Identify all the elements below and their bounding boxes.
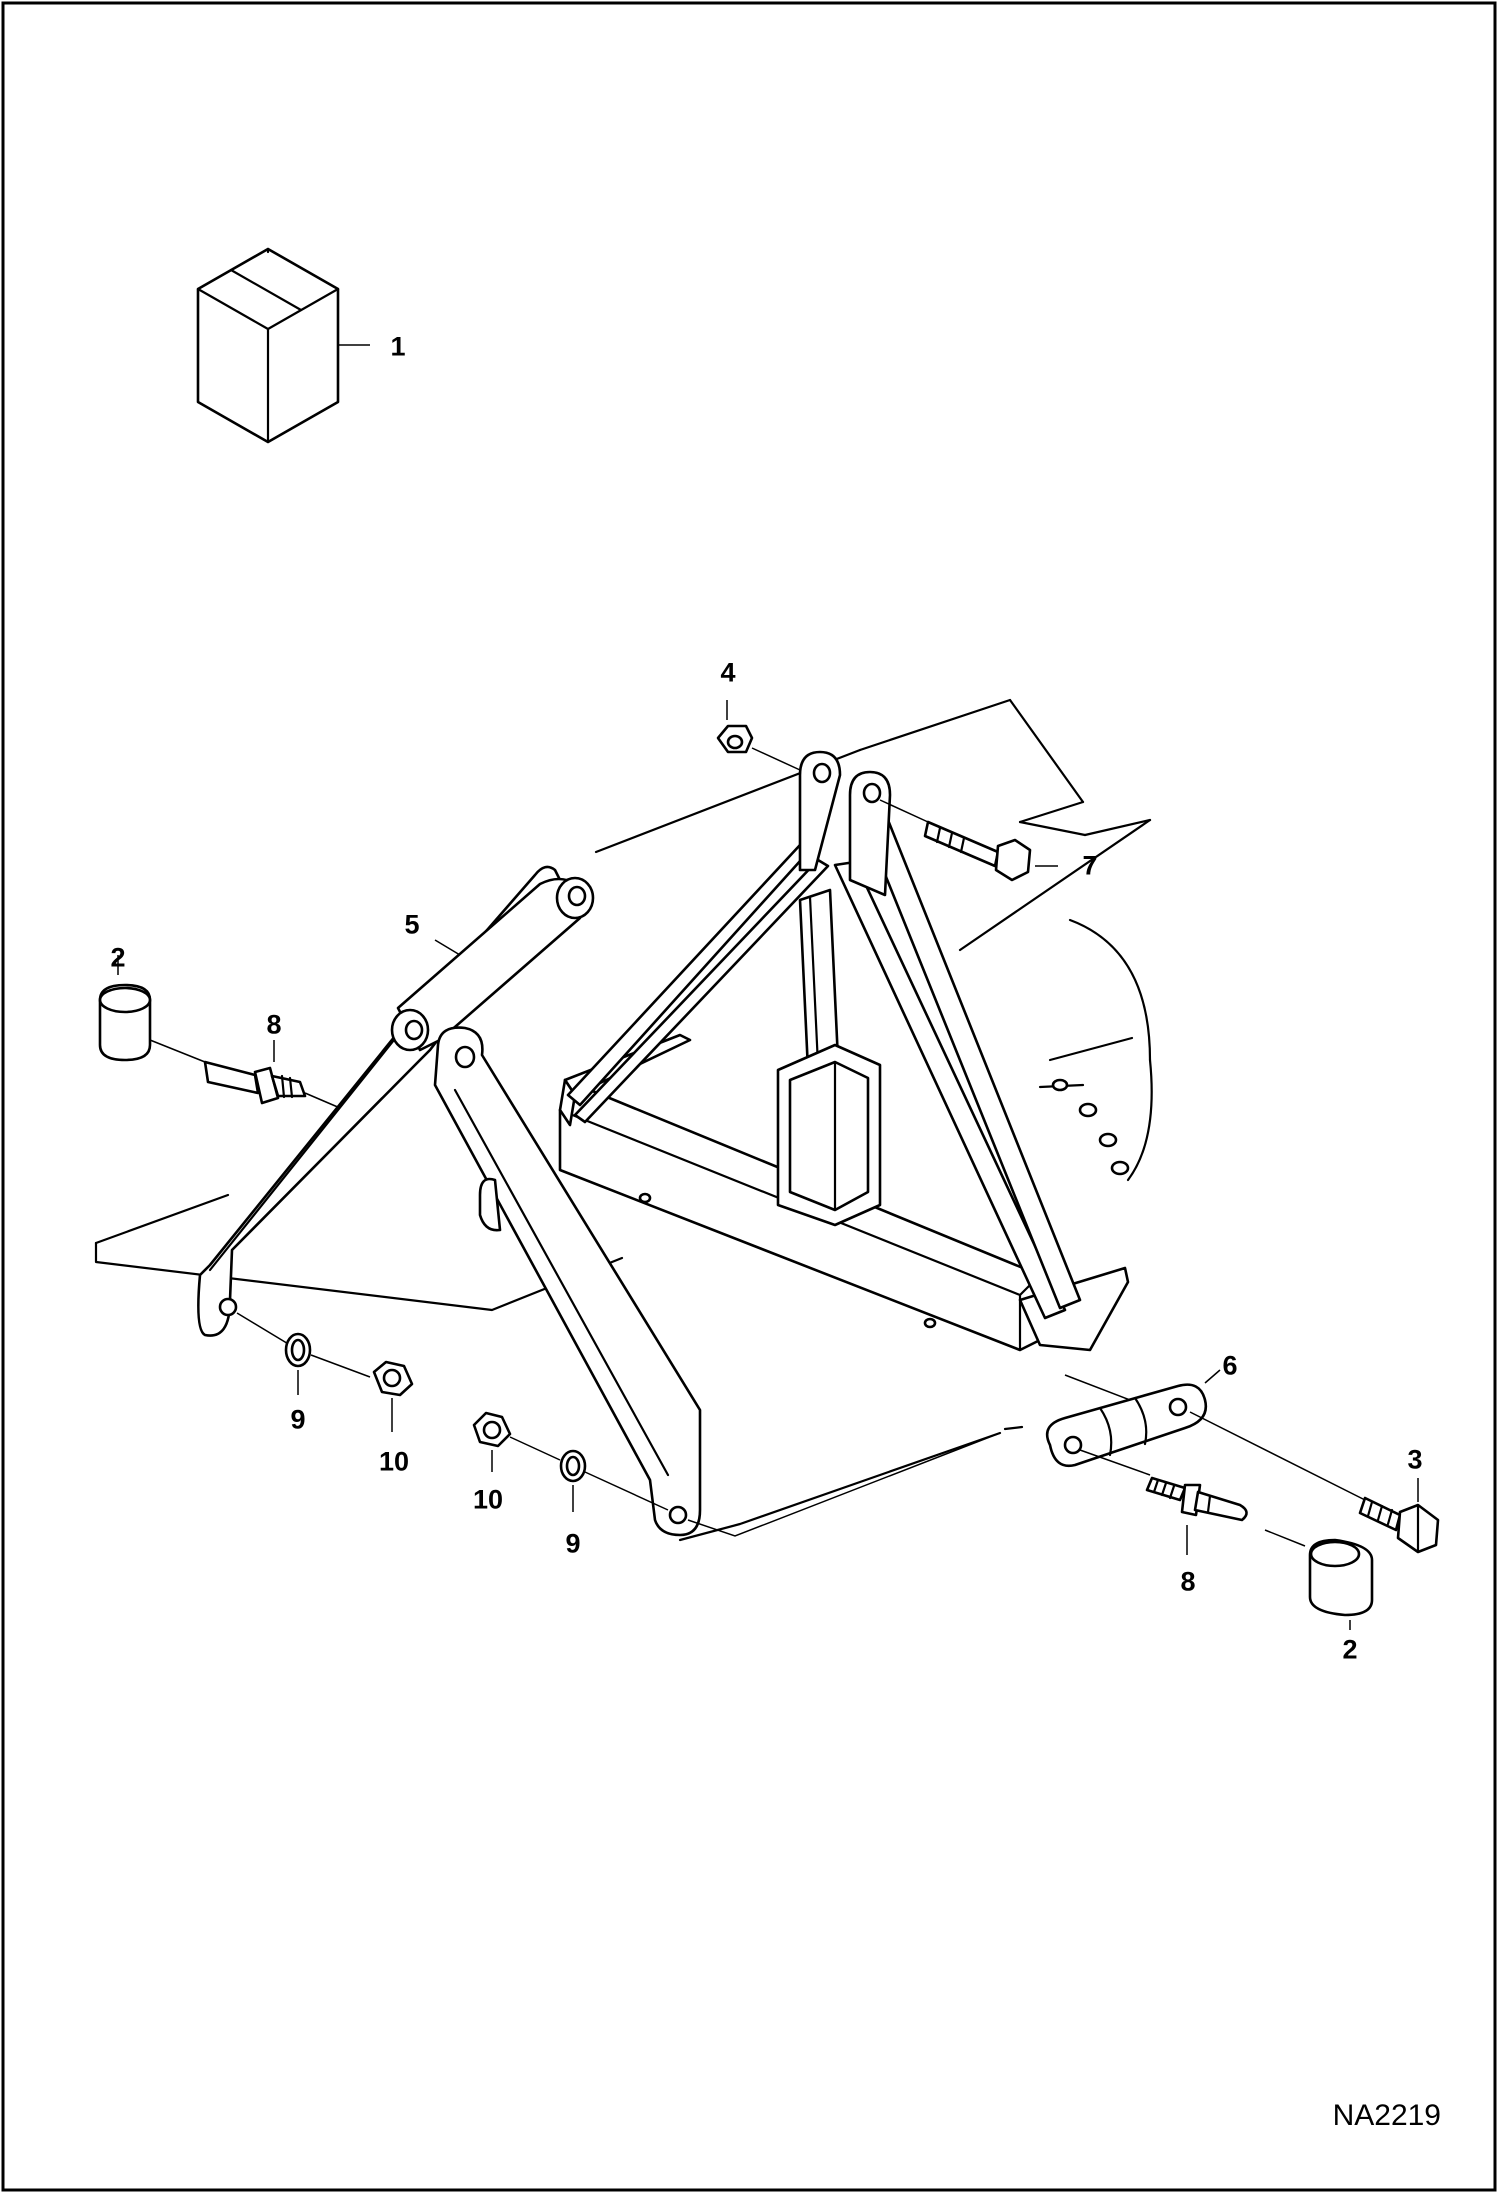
part-5-lift-arms: [197, 865, 702, 1537]
leader-lines: [117, 344, 1419, 1630]
part-4-nut: [716, 724, 801, 771]
callout-2-left: 2: [110, 942, 126, 973]
callout-9-front: 9: [565, 1528, 581, 1559]
callout-5: 5: [404, 909, 420, 940]
callout-3: 3: [1407, 1444, 1423, 1475]
callout-10-front: 10: [472, 1484, 504, 1515]
callout-8-left: 8: [266, 1009, 282, 1040]
front-nut-and-washer: [472, 1411, 1001, 1537]
right-pin-and-spacer: [1079, 1449, 1374, 1617]
part-7-bolt: [879, 799, 1032, 882]
part-6-link-plate: [1045, 1374, 1208, 1468]
part-3-bolt: [1189, 1411, 1440, 1554]
callout-1: 1: [390, 331, 406, 362]
callout-9-left: 9: [290, 1404, 306, 1435]
callout-7: 7: [1082, 850, 1098, 881]
callout-4: 4: [720, 657, 736, 688]
figure-reference-code: NA2219: [1332, 2099, 1441, 2132]
callout-2-right: 2: [1342, 1634, 1358, 1665]
hitch-frame: [558, 750, 1130, 1352]
part-1-kit-box: [196, 247, 340, 444]
left-washer-and-nut: [236, 1312, 414, 1397]
left-spacer-and-pin: [98, 983, 341, 1109]
callout-6: 6: [1222, 1350, 1238, 1381]
callout-8-right: 8: [1180, 1566, 1196, 1597]
callout-10-left: 10: [378, 1446, 410, 1477]
